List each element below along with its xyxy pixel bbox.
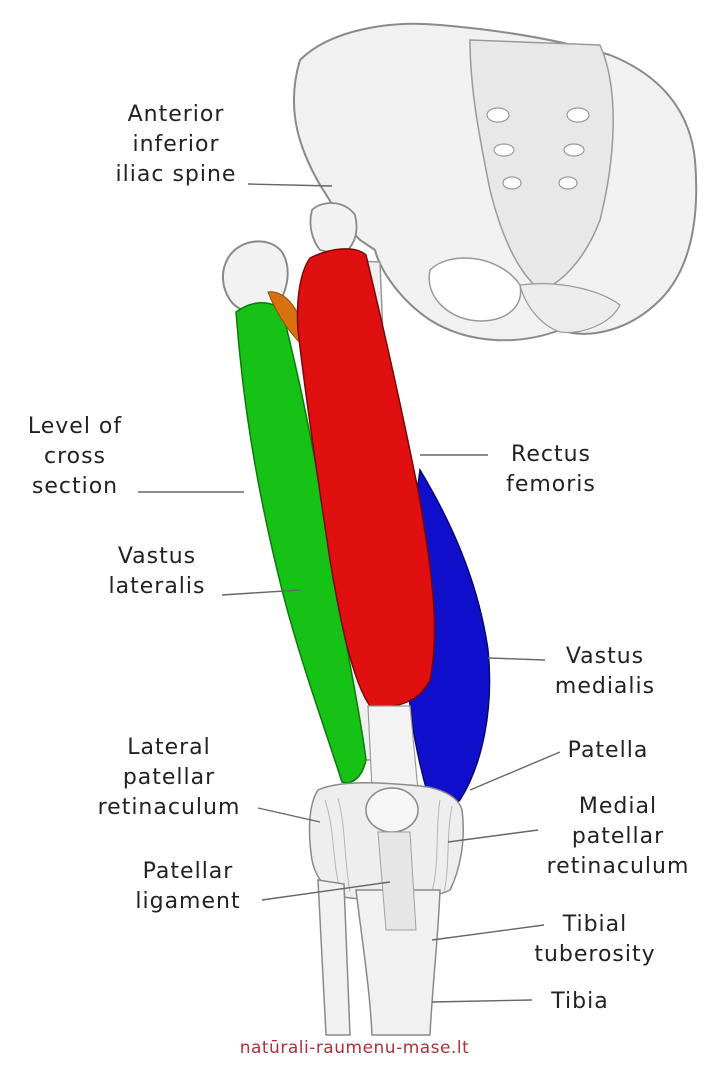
- label-vastus-lateralis: Vastus lateralis: [92, 542, 222, 602]
- label-anterior-inferior-iliac-spine: Anterior inferior iliac spine: [96, 100, 256, 190]
- label-lateral-patellar-retinaculum: Lateral patellar retinaculum: [74, 733, 264, 823]
- label-patella: Patella: [548, 736, 668, 766]
- label-patellar-ligament: Patellar ligament: [118, 857, 258, 917]
- quadriceps-tendon: [368, 706, 418, 790]
- label-medial-patellar-retinaculum: Medial patellar retinaculum: [528, 792, 708, 882]
- source-credit: natūrali-raumenu-mase.lt: [0, 1038, 709, 1058]
- label-rectus-femoris: Rectus femoris: [486, 440, 616, 500]
- label-tibia: Tibia: [530, 987, 630, 1017]
- label-level-of-cross-section: Level of cross section: [10, 412, 140, 502]
- patella-bone: [366, 788, 418, 832]
- fibula-bone: [318, 880, 350, 1035]
- anterior-inferior-iliac-spine: [310, 203, 356, 255]
- label-vastus-medialis: Vastus medialis: [540, 642, 670, 702]
- label-tibial-tuberosity: Tibial tuberosity: [520, 910, 670, 970]
